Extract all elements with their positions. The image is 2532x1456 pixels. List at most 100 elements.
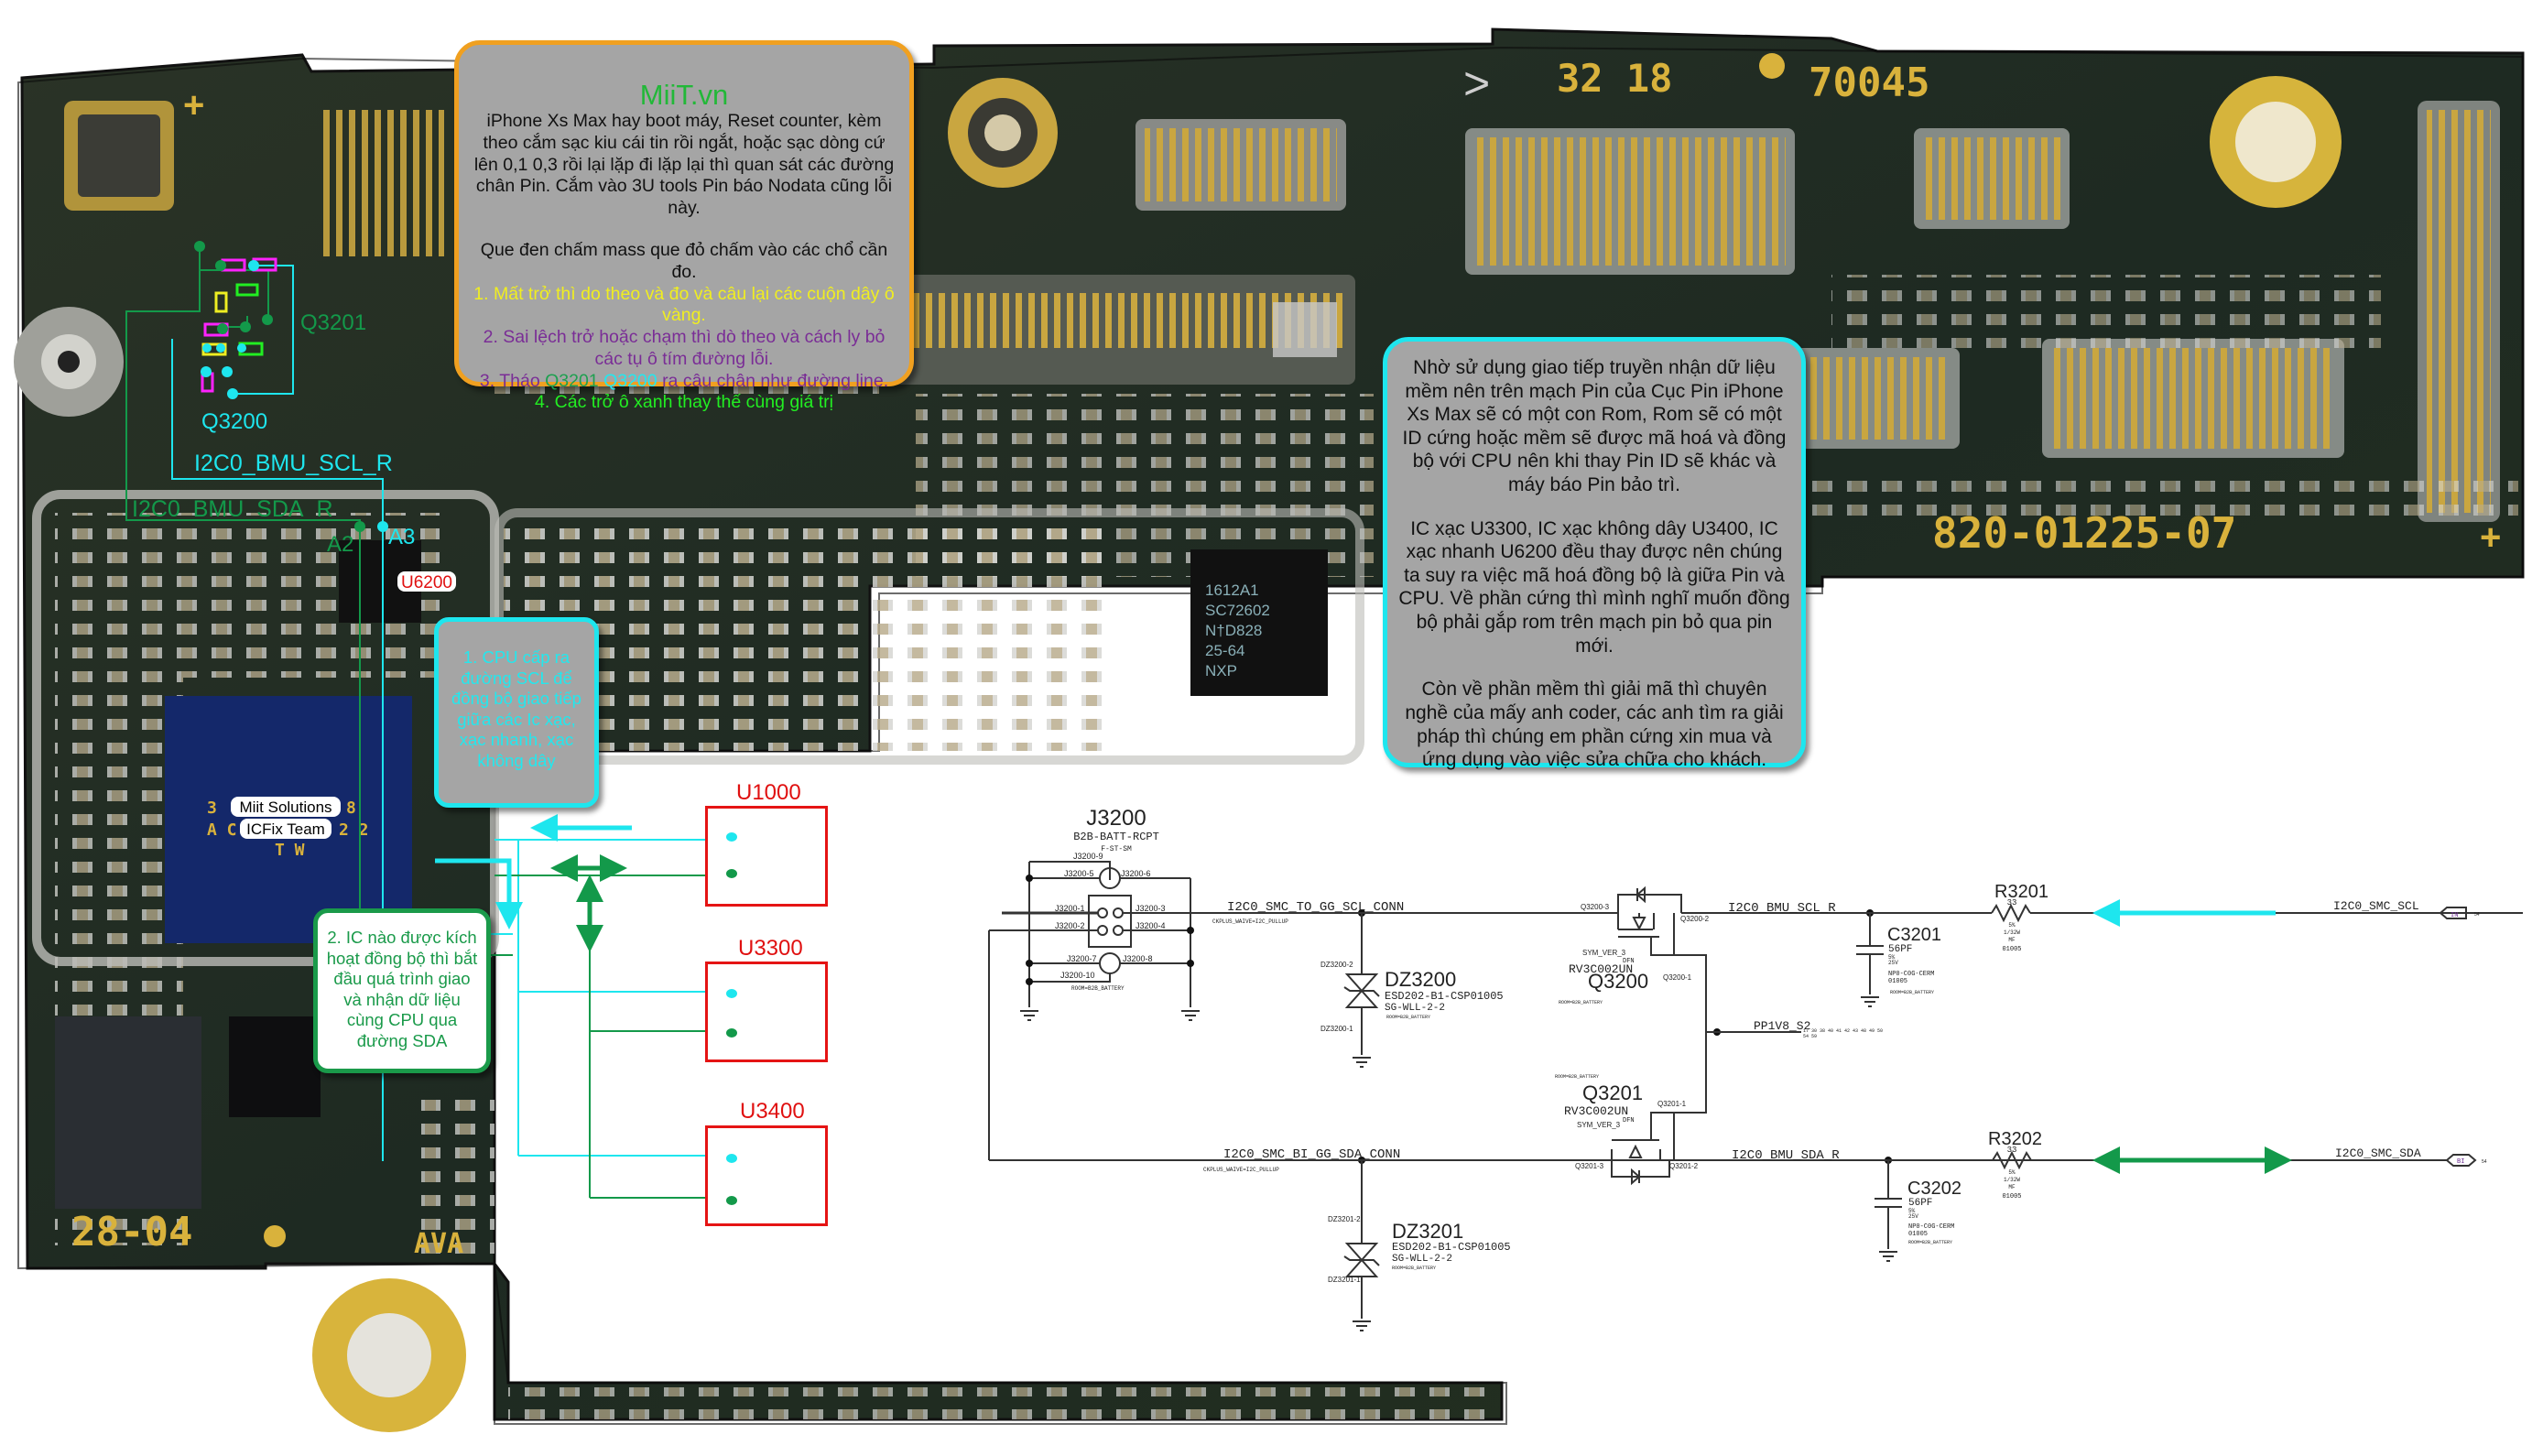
c3202-tol: 5% (1908, 1208, 1916, 1214)
note-cpu-scl: 1. CPU cấp ra đường SCL để đồng bộ giao … (434, 617, 599, 808)
silk-date: 32 18 (1557, 56, 1672, 101)
ic-marking: 1612A1 (1205, 581, 1259, 599)
c3201-type: NP0-C0G-CERM (1888, 971, 1934, 978)
c3201-size: 01005 (1888, 978, 1907, 985)
page-ref: 54 (2482, 1159, 2487, 1165)
label-pin-a3: A3 (388, 525, 415, 549)
r3202-value: 33 (2007, 1146, 2017, 1155)
scl-pin-dot (726, 832, 737, 842)
net-scl-conn: I2C0_SMC_TO_GG_SCL_CONN (1227, 900, 1404, 915)
c3201-volt: 25V (1888, 960, 1898, 966)
ic-marking: 25-64 (1205, 642, 1244, 659)
j3200-ref: J3200 (1086, 806, 1146, 831)
dz3201-part: ESD202-B1-CSP01005 (1392, 1241, 1511, 1254)
net-sda-conn: I2C0_SMC_BI_GG_SDA_CONN (1223, 1147, 1400, 1162)
note-intro: iPhone Xs Max hay boot máy, Reset counte… (473, 111, 895, 219)
pin-label: J3200-1 (1055, 904, 1085, 913)
chip-label-u1000: U1000 (736, 780, 801, 805)
r3201-type: MF (2008, 937, 2016, 943)
q3200-pin: Q3200-1 (1663, 973, 1692, 982)
net-sda-r: I2C0_BMU_SDA_R (1732, 1148, 1840, 1163)
dz3201-pin: DZ3201-2 (1328, 1215, 1361, 1223)
j3200-part: B2B-BATT-RCPT (1073, 831, 1159, 843)
net-smc-sda: I2C0_SMC_SDA (2335, 1146, 2421, 1160)
q3201-sym: SYM_VER_3 (1577, 1121, 1621, 1129)
q3200-mosfet (1617, 886, 1888, 1032)
cpu-silk: 3 (207, 799, 217, 818)
connector (321, 110, 444, 256)
page-ref: 54 (2474, 912, 2480, 918)
label-q3201: Q3201 (300, 310, 366, 335)
q3201-room: ROOM=B2B_BATTERY (1555, 1074, 1599, 1080)
pin-label: J3200-4 (1136, 921, 1166, 930)
sda-pin-dot (726, 1196, 737, 1205)
silk-plus: + (2480, 517, 2501, 558)
nxp-ic (1190, 549, 1328, 696)
chip-block-diagram (435, 814, 728, 1199)
silk-ava: AVA (414, 1228, 463, 1260)
chip-box-u1000 (705, 806, 828, 907)
explanation-p2: IC xạc U3300, IC xạc không dây U3400, IC… (1398, 517, 1790, 657)
port-in-scl (2439, 907, 2467, 919)
c3202-ref: C3202 (1907, 1179, 1961, 1199)
pin-label: J3200-9 (1073, 852, 1103, 861)
q3200-pin: Q3200-3 (1581, 903, 1610, 911)
step-3-suffix: ra câu chân như đường line. (662, 370, 889, 391)
pin-label: J3200-2 (1055, 921, 1085, 930)
c3202-volt: 25V (1908, 1213, 1918, 1220)
port-bi-label: BI (2457, 1158, 2464, 1166)
q3200-room: ROOM=B2B_BATTERY (1559, 1000, 1603, 1005)
note-instruction: Que đen chấm mass que đỏ chấm vào các ch… (480, 240, 888, 282)
cpu-silk: 8 (346, 799, 356, 818)
explanation-p1: Nhờ sử dụng giao tiếp truyền nhận dữ liệ… (1402, 357, 1787, 496)
ic-marking: NXP (1205, 662, 1237, 679)
ic (55, 1016, 201, 1209)
dz3200-ref: DZ3200 (1385, 968, 1456, 991)
q3201-pin: Q3201-3 (1575, 1162, 1604, 1170)
scl-pin-dot (726, 1154, 737, 1163)
label-q3200: Q3200 (201, 409, 267, 434)
c3202-value: 56PF (1908, 1198, 1932, 1209)
watermark-icfix: ICFix Team (246, 820, 325, 838)
r3202-size: 01005 (2002, 1193, 2021, 1201)
schematic (988, 861, 2523, 1331)
scl-down-arrow (435, 858, 523, 929)
c3202-size: 01005 (1908, 1231, 1928, 1238)
ic-marking: N†D828 (1205, 622, 1262, 639)
step-3-prefix: 3. Tháo (479, 370, 540, 391)
net-pp1v8-pages: 17 30 38 40 41 42 43 48 49 50 (1803, 1028, 1883, 1034)
r3202-type: MF (2008, 1184, 2016, 1190)
q3200-pin: Q3200-2 (1680, 915, 1710, 923)
label-scl-net: I2C0_BMU_SCL_R (194, 451, 393, 476)
r3202-power: 1/32W (2004, 1177, 2020, 1183)
c3201-value: 56PF (1888, 944, 1912, 955)
note-step-2: 2. Sai lệch trở hoặc chạm thì dò theo và… (483, 327, 886, 369)
label-pin-a2: A2 (327, 532, 353, 557)
pcb-annotation-labels: Q3201 Q3200 I2C0_BMU_SCL_R I2C0_BMU_SDA_… (132, 310, 456, 592)
j3200-pkg: F-ST-SM (1101, 845, 1132, 853)
silk-arrow: > (1463, 58, 1490, 109)
pin-label: J3200-10 (1060, 971, 1095, 980)
net-smc-scl: I2C0_SMC_SCL (2333, 899, 2419, 913)
silk-plus: + (183, 85, 204, 125)
c3202-type: NP0-C0G-CERM (1908, 1223, 1954, 1231)
pin-label: J3200-7 (1067, 954, 1097, 963)
note-step-1: 1. Mất trở thì do theo và đo và câu lại … (473, 283, 895, 326)
pin-label: J3200-8 (1123, 954, 1153, 963)
note-cpu-text: 1. CPU cấp ra đường SCL để đồng bộ giao … (451, 647, 581, 770)
explanation-p3: Còn về phần mềm thì giải mã thì chuyên n… (1405, 679, 1784, 771)
dz3200-room: ROOM=B2B_BATTERY (1386, 1015, 1430, 1020)
scl-pin-dot (726, 989, 737, 998)
q3201-part: RV3C002UN (1564, 1104, 1628, 1118)
c3202-room: ROOM=B2B_BATTERY (1908, 1240, 1952, 1245)
dz3200-pin: DZ3200-2 (1320, 961, 1353, 969)
dz3201-ref: DZ3201 (1392, 1220, 1463, 1243)
chip-box-u3300 (705, 962, 828, 1062)
r3201-tol: 5% (2008, 922, 2016, 929)
ic-marking: SC72602 (1205, 602, 1270, 619)
note-troubleshooting: MiiT.vn iPhone Xs Max hay boot máy, Rese… (454, 40, 914, 412)
dz3201-pin: DZ3201-1 (1328, 1276, 1361, 1284)
q3200-pkg: DFN (1623, 958, 1635, 965)
dz3201-pkg: SG-WLL-2-2 (1392, 1254, 1452, 1265)
q3201-ref: Q3201 (1582, 1081, 1643, 1104)
